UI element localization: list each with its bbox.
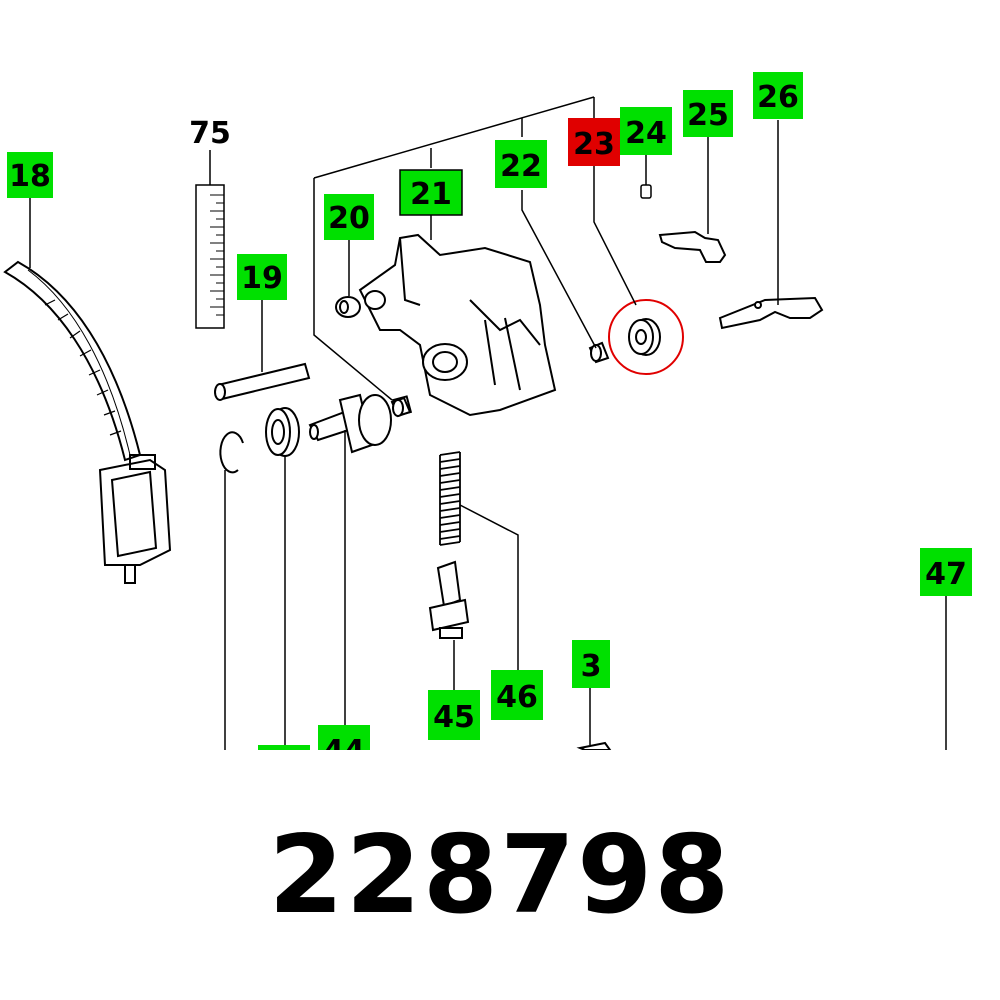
- callout-23-highlighted: 23: [568, 118, 620, 166]
- part-25-clamp: [658, 230, 727, 263]
- callout-46: 46: [491, 670, 543, 720]
- part-21-housing: [358, 233, 557, 417]
- bushing-small: [390, 396, 412, 418]
- callout-26-text: 26: [757, 80, 799, 115]
- part-3-fragment: [576, 741, 612, 750]
- callout-24: 24: [620, 107, 672, 155]
- callout-26: 26: [753, 72, 803, 119]
- callout-22: 22: [495, 140, 547, 188]
- callout-44-text: 44: [323, 734, 365, 769]
- callout-19: 19: [237, 254, 287, 300]
- part-number: 228798: [268, 813, 732, 938]
- callout-46-text: 46: [496, 680, 538, 715]
- part-18-angle-scale: [3, 260, 172, 584]
- snap-ring: [219, 431, 244, 474]
- part-75-ruler: [195, 184, 225, 329]
- callout-23-text: 23: [573, 127, 615, 162]
- callout-19-text: 19: [241, 261, 283, 296]
- callout-21-text: 21: [410, 177, 452, 212]
- callout-75-text: 75: [189, 116, 231, 151]
- callout-45: 45: [428, 690, 480, 740]
- part-24-screw: [640, 184, 652, 199]
- leader-lines: [29, 96, 947, 750]
- part-22-sleeve: [588, 341, 610, 364]
- highlight-ring-23: [608, 299, 684, 375]
- part-46-spring: [439, 451, 461, 546]
- callout-21: 21: [399, 169, 463, 216]
- callout-47-text: 47: [925, 557, 967, 592]
- callout-43-cropped: [258, 745, 310, 750]
- part-45-plunger: [428, 560, 470, 639]
- part-20-bushing: [335, 296, 361, 318]
- callout-24-text: 24: [625, 116, 667, 151]
- callout-18-text: 18: [9, 159, 51, 194]
- callout-3: 3: [572, 640, 610, 688]
- callout-47: 47: [920, 548, 972, 596]
- part-44-shaft: [308, 393, 392, 454]
- callout-20: 20: [324, 194, 374, 240]
- callout-25: 25: [683, 90, 733, 137]
- callout-3-text: 3: [581, 649, 602, 684]
- part-19-pin: [214, 362, 311, 401]
- part-26-lever: [718, 296, 824, 330]
- bearing-left: [265, 407, 300, 457]
- callout-25-text: 25: [687, 98, 729, 133]
- callout-45-text: 45: [433, 700, 475, 735]
- callout-22-text: 22: [500, 149, 542, 184]
- callout-44: 44: [318, 725, 370, 769]
- callout-20-text: 20: [328, 201, 370, 236]
- callout-18: 18: [7, 152, 53, 198]
- callout-75: 75: [189, 116, 231, 151]
- part-23-bearing: [628, 318, 661, 356]
